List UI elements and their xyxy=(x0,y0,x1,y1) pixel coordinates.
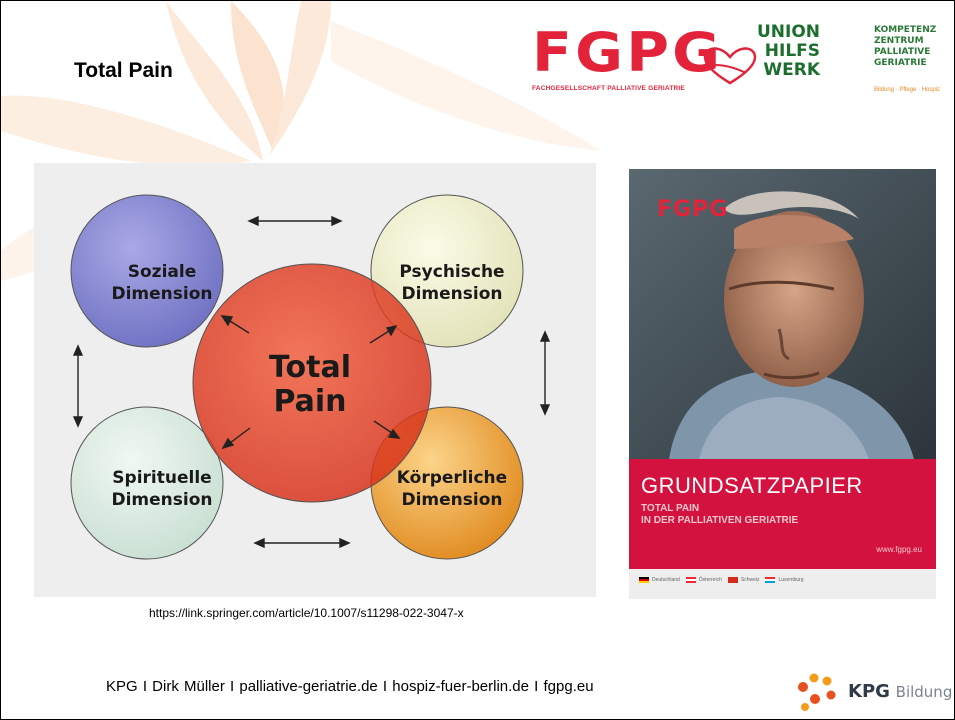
slide-title: Total Pain xyxy=(74,59,173,82)
psychische-label-line1: Psychische xyxy=(399,262,504,282)
flag-lu-icon xyxy=(765,577,776,583)
soziale-circle xyxy=(70,194,224,348)
psychische-circle xyxy=(370,194,524,348)
poster-url: www.fgpg.eu xyxy=(876,545,922,554)
kompetenzzentrum-logo: KOMPETENZ ZENTRUM PALLIATIVE GERIATRIE xyxy=(874,25,937,68)
koerperliche-label-line2: Dimension xyxy=(401,490,502,510)
spirituelle-label-line1: Spirituelle xyxy=(112,468,211,488)
country-at: Österreich xyxy=(685,577,722,583)
poster-title-band: GRUNDSATZPAPIER TOTAL PAIN IN DER PALLIA… xyxy=(629,459,936,569)
poster-country-strip: Deutschland Österreich Schweiz Luxemburg xyxy=(629,569,936,599)
soziale-label-line1: Soziale xyxy=(128,262,196,282)
psychische-label-line2: Dimension xyxy=(401,284,502,304)
kpg-bildung-logo: KPG Bildung xyxy=(793,669,954,715)
country-ch: Schweiz xyxy=(727,577,759,583)
spirituelle-circle xyxy=(70,406,224,560)
country-de: Deutschland xyxy=(639,577,680,583)
country-flags: Deutschland Österreich Schweiz Luxemburg xyxy=(639,577,804,583)
heart-icon xyxy=(701,47,757,85)
slide-footer: KPG I Dirk Müller I palliative-geriatrie… xyxy=(106,678,594,695)
unionhilfswerk-logo: UNION HILFS WERK xyxy=(757,22,821,80)
total-pain-diagram: Soziale Dimension Psychische Dimension S… xyxy=(34,163,596,597)
poster-subtitle-line2: IN DER PALLIATIVEN GERIATRIE xyxy=(641,515,799,526)
portrait-photo xyxy=(629,169,936,459)
total-pain-circle xyxy=(192,263,432,503)
total-pain-label-line2: Pain xyxy=(273,384,346,419)
source-url: https://link.springer.com/article/10.100… xyxy=(149,606,464,620)
spirituelle-label-line2: Dimension xyxy=(111,490,212,510)
header-logos: FGPG FACHGESELLSCHAFT PALLIATIVE GERIATR… xyxy=(529,21,954,101)
flag-at-icon xyxy=(685,577,696,583)
grundsatzpapier-cover: FGPG GRUNDSATZPAPIER TOTAL PAIN IN DER P… xyxy=(629,169,936,599)
dots-icon xyxy=(798,673,836,711)
kpg-wordmark: KPG Bildung xyxy=(848,681,953,702)
poster-headline: GRUNDSATZPAPIER xyxy=(641,473,863,498)
koerperliche-label-line1: Körperliche xyxy=(397,468,507,488)
flag-de-icon xyxy=(639,577,649,583)
total-pain-label-line1: Total xyxy=(269,350,351,385)
poster-fgpg-logo: FGPG xyxy=(657,197,729,222)
poster-subtitle-line1: TOTAL PAIN xyxy=(641,503,700,514)
fgpg-logo: FGPG xyxy=(532,21,724,84)
kompetenzzentrum-subtitle: Bildung · Pflege · Hospiz xyxy=(874,87,941,93)
country-lu: Luxemburg xyxy=(765,577,804,583)
fgpg-logo-subtitle: FACHGESELLSCHAFT PALLIATIVE GERIATRIE xyxy=(532,85,685,92)
flag-ch-icon xyxy=(727,577,738,583)
soziale-label-line2: Dimension xyxy=(111,284,212,304)
diagram-canvas: Soziale Dimension Psychische Dimension S… xyxy=(70,194,551,560)
connection-arrows xyxy=(72,215,551,549)
